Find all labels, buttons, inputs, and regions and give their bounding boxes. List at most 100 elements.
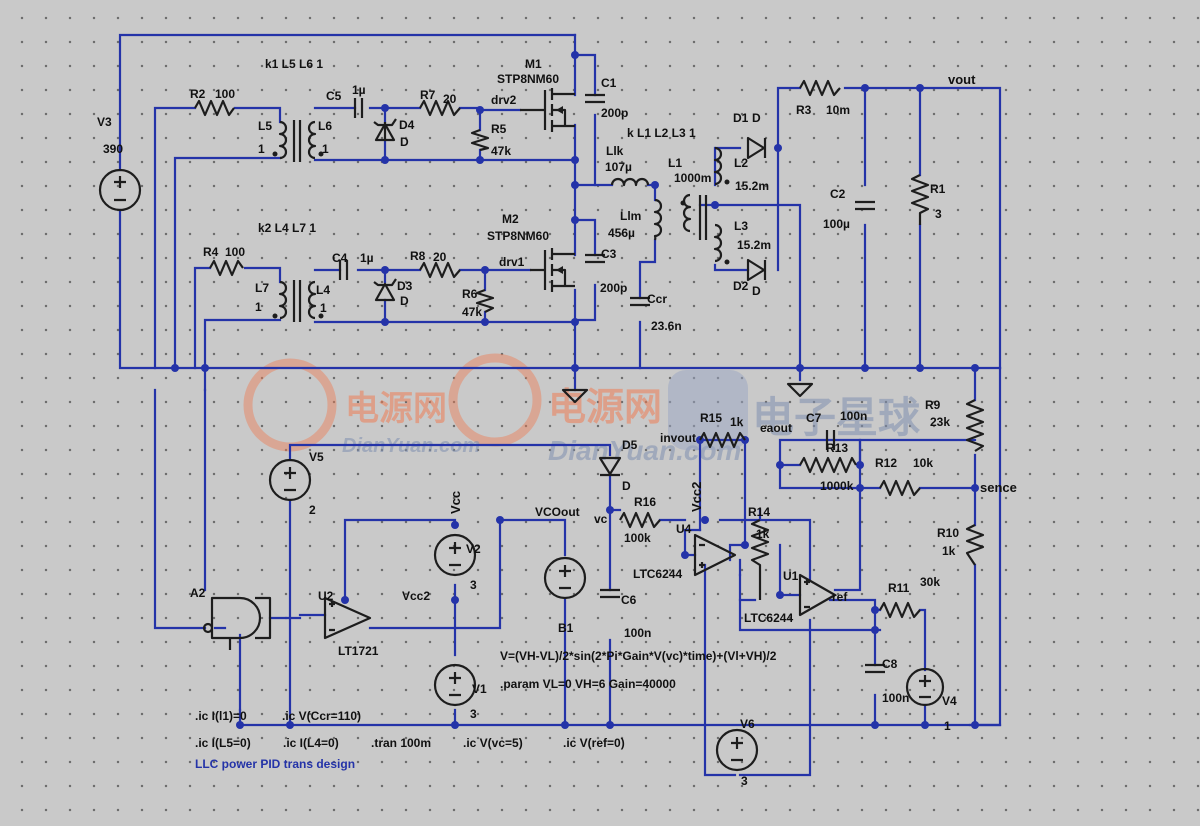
l5-label: L5	[258, 119, 272, 133]
c3-value: 200p	[600, 281, 627, 295]
r1-label: R1	[930, 182, 946, 196]
r4-value: 100	[225, 245, 245, 259]
r3-label: R3	[796, 103, 812, 117]
r9-resistor	[965, 399, 985, 452]
a2-label: A2	[190, 586, 206, 600]
c5-capacitor	[353, 98, 364, 118]
vcoout-net-label: VCOout	[535, 505, 580, 519]
c1-capacitor	[585, 93, 605, 104]
c3-label: C3	[601, 247, 617, 261]
vout-net-label: vout	[948, 72, 976, 87]
d4-zener-diode	[373, 118, 397, 142]
sence-net-label: sence	[980, 480, 1017, 495]
r11-label: R11	[888, 581, 910, 595]
r15-value: 1k	[730, 415, 744, 429]
v6-value: 3	[741, 774, 748, 788]
d5-diode	[598, 456, 622, 477]
ccr-value: 23.6n	[651, 319, 682, 333]
r13-label: R13	[826, 441, 848, 455]
u4-value: LTC6244	[633, 567, 682, 581]
r2-value: 100	[215, 87, 235, 101]
r2-resistor	[194, 99, 235, 117]
r12-resistor	[879, 479, 921, 497]
d2-label: D2	[733, 279, 749, 293]
llk-value: 107µ	[605, 160, 632, 174]
wires	[118, 33, 1002, 777]
d1-label: D1	[733, 111, 749, 125]
l5-l6-transformer	[272, 120, 324, 162]
c8-capacitor	[865, 663, 885, 674]
r5-resistor	[470, 128, 490, 152]
ref-net-label: ref	[832, 590, 848, 604]
c5-label: C5	[326, 89, 342, 103]
c1-label: C1	[601, 76, 617, 90]
r9-value: 23k	[930, 415, 950, 429]
k1-coupling: k1 L5 L6 1	[265, 57, 323, 71]
r12-value: 10k	[913, 456, 933, 470]
u2-comparator	[323, 596, 372, 640]
m2-value: STP8NM60	[487, 229, 549, 243]
r5-value: 47k	[491, 144, 511, 158]
r5-label: R5	[491, 122, 507, 136]
v1-voltage-source	[433, 663, 477, 707]
a2-logic-gate	[202, 596, 272, 650]
v4-voltage-source	[905, 667, 945, 707]
l6-label: L6	[318, 119, 332, 133]
r1-value: 3	[935, 207, 942, 221]
llm-inductor	[653, 198, 663, 241]
watermark-text: 电源网	[345, 390, 447, 428]
d2-value: D	[752, 284, 761, 298]
c8-label: C8	[882, 657, 898, 671]
m2-mosfet	[530, 248, 575, 292]
d1-value: D	[752, 111, 761, 125]
r9-label: R9	[925, 398, 941, 412]
tran-directive: .tran 100m	[371, 736, 431, 750]
r7-value: 20	[443, 92, 457, 106]
c6-label: C6	[621, 593, 637, 607]
r7-resistor	[419, 99, 461, 117]
m1-value: STP8NM60	[497, 72, 559, 86]
c4-value: 1µ	[360, 251, 374, 265]
r1-resistor	[910, 174, 930, 225]
ic-directive: .ic I(L4=0)	[283, 736, 339, 750]
d3-label: D3	[397, 279, 413, 293]
ground-symbol	[786, 382, 814, 398]
l4-value: 1	[320, 301, 327, 315]
l3-value: 15.2m	[737, 238, 771, 252]
r13-resistor	[799, 456, 857, 474]
ground-symbol	[561, 388, 589, 404]
vcc2-net-label: Vcc2	[402, 589, 430, 603]
ic-directive: .ic I(L5=0)	[195, 736, 251, 750]
ic-directive: .ic I(l1)=0	[195, 709, 247, 723]
c6-capacitor	[600, 588, 620, 599]
c3-capacitor	[585, 253, 605, 264]
v2-voltage-source	[433, 533, 477, 577]
r14-resistor	[750, 519, 770, 600]
junctions	[171, 51, 979, 729]
l4-label: L4	[316, 283, 330, 297]
r15-label: R15	[700, 411, 722, 425]
v3-voltage-source	[98, 168, 142, 212]
c7-capacitor	[825, 430, 836, 450]
l7-l4-transformer	[272, 280, 324, 322]
r3-resistor	[799, 79, 841, 97]
ccr-capacitor	[630, 296, 650, 307]
drv2-net-label: drv2	[491, 93, 517, 107]
r4-resistor	[209, 259, 244, 277]
r16-value: 100k	[624, 531, 651, 545]
l2-value: 15.2m	[735, 179, 769, 193]
k3-coupling: k L1 L2 L3 1	[627, 126, 696, 140]
d4-value: D	[400, 135, 409, 149]
b1-expression: V=(VH-VL)/2*sin(2*Pi*Gain*V(vc)*time)+(V…	[500, 649, 777, 663]
l2-label: L2	[734, 156, 748, 170]
c2-value: 100µ	[823, 217, 850, 231]
llm-value: 456µ	[608, 226, 635, 240]
ccr-label: Ccr	[647, 292, 667, 306]
d2-diode	[746, 258, 767, 282]
u1-opamp	[798, 573, 837, 617]
v2-value: 3	[470, 578, 477, 592]
u4-label: U4	[676, 522, 692, 536]
v4-label: V4	[942, 694, 957, 708]
vcc2-net-label: Vcc2	[689, 482, 704, 512]
